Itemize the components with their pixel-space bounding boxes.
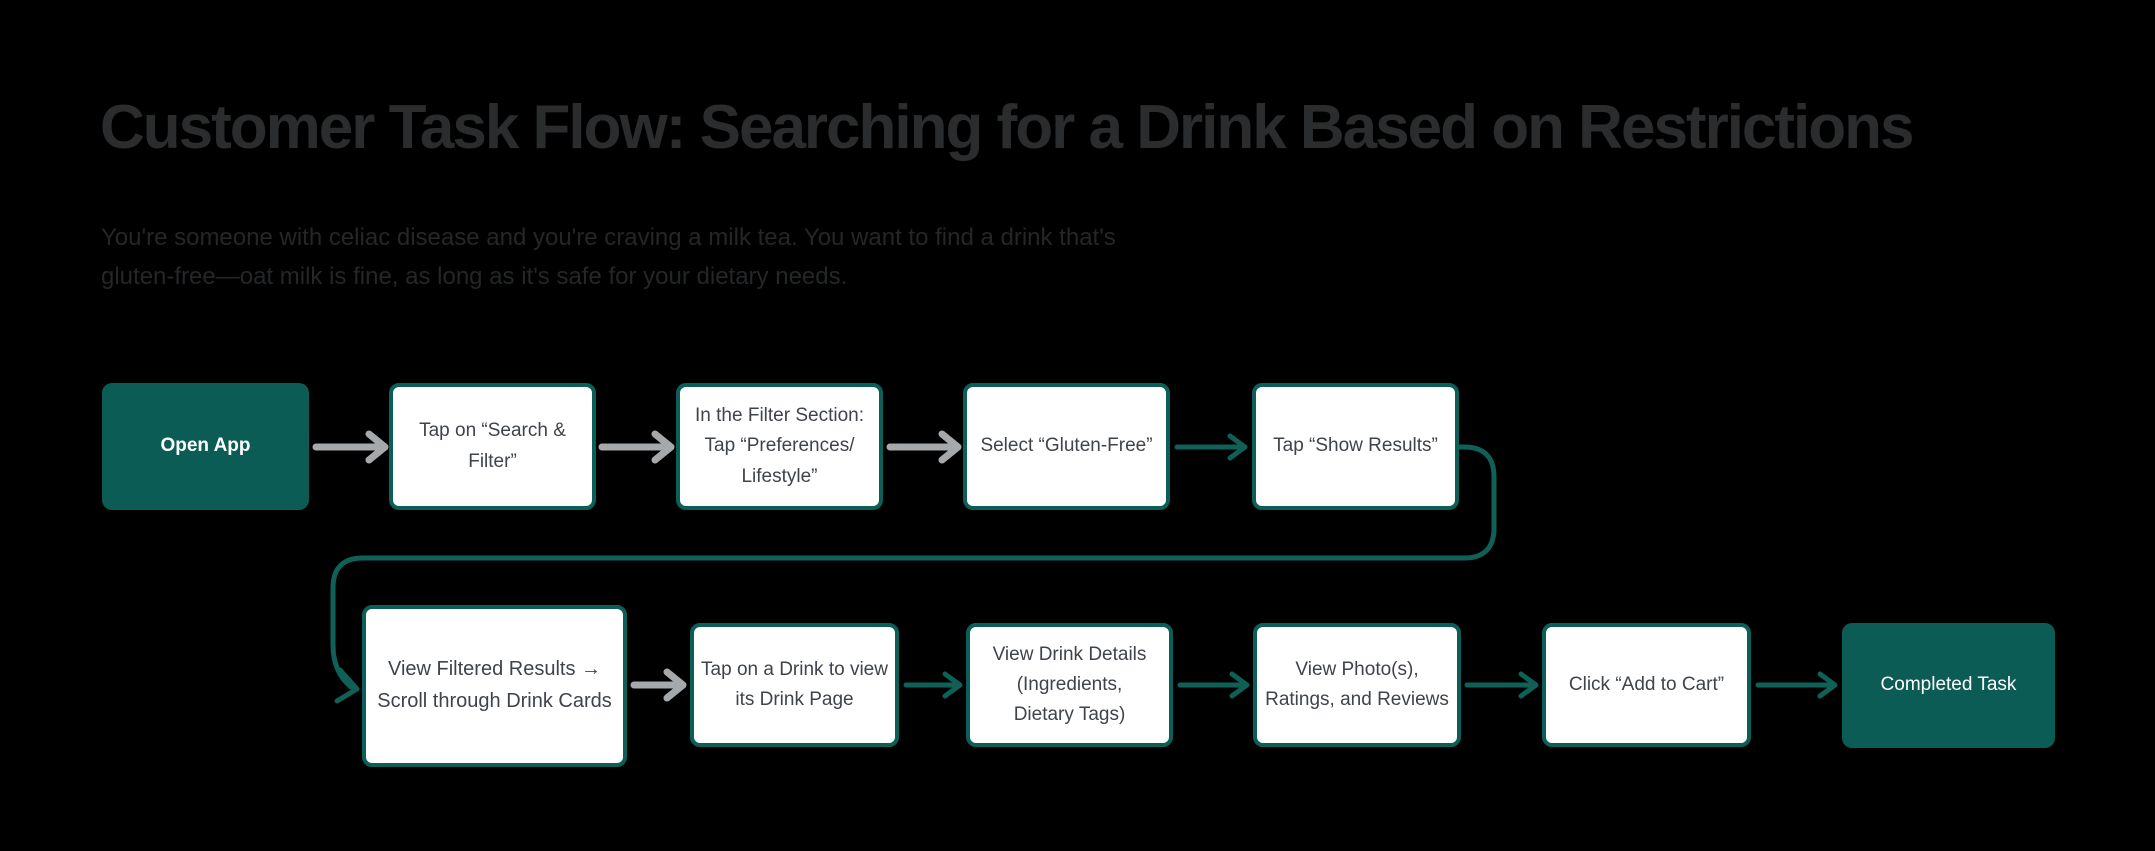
flow-node-view-photos-ratings-label: View Photo(s), Ratings, and Reviews xyxy=(1265,658,1449,710)
page-title: Customer Task Flow: Searching for a Drin… xyxy=(100,93,1914,162)
arrow-filtered-results-to-tap-drink xyxy=(630,668,687,702)
arrow-details-to-photos xyxy=(1177,671,1250,699)
flow-node-select-gluten-free: Select “Gluten-Free” xyxy=(963,383,1170,510)
page-description: You're someone with celiac disease and y… xyxy=(101,224,1116,290)
flow-node-filter-section-preferences: In the Filter Section: Tap “Preferences/… xyxy=(676,383,883,510)
arrow-filter-section-to-gluten-free xyxy=(886,430,962,464)
flow-node-click-add-to-cart-label: Click “Add to Cart” xyxy=(1568,673,1725,695)
flow-node-tap-on-drink: Tap on a Drink to view its Drink Page xyxy=(690,623,899,747)
flow-node-completed-task: Completed Task xyxy=(1842,623,2055,748)
flow-node-tap-on-drink-label: Tap on a Drink to view its Drink Page xyxy=(701,658,888,710)
flow-node-completed-task-label: Completed Task xyxy=(1880,674,2017,696)
flow-node-view-photos-ratings: View Photo(s), Ratings, and Reviews xyxy=(1253,623,1461,747)
flow-node-view-drink-details: View Drink Details (Ingredients, Dietary… xyxy=(966,623,1173,747)
flow-node-tap-show-results-label: Tap “Show Results” xyxy=(1273,435,1438,457)
arrow-open-app-to-search xyxy=(312,430,389,464)
connector-show-results-to-filtered-results xyxy=(330,444,1497,704)
flow-node-open-app: Open App xyxy=(102,383,309,510)
arrow-gluten-free-to-show-results xyxy=(1174,433,1248,461)
arrow-add-to-cart-to-completed xyxy=(1755,671,1838,699)
flow-node-view-filtered-results: View Filtered Results → Scroll through D… xyxy=(362,605,627,767)
flow-node-view-drink-details-label: View Drink Details (Ingredients, Dietary… xyxy=(992,643,1147,725)
flow-node-select-gluten-free-label: Select “Gluten-Free” xyxy=(980,435,1153,457)
flow-node-tap-show-results: Tap “Show Results” xyxy=(1252,383,1459,510)
flow-node-click-add-to-cart: Click “Add to Cart” xyxy=(1542,623,1751,747)
arrow-search-to-filter-section xyxy=(598,430,675,464)
flow-node-view-filtered-results-label: View Filtered Results → Scroll through D… xyxy=(377,658,612,712)
arrow-photos-to-add-to-cart xyxy=(1464,671,1539,699)
flow-node-open-app-label: Open App xyxy=(160,435,251,457)
flow-node-tap-search-filter-label: Tap on “Search & Filter” xyxy=(419,420,566,472)
flow-node-tap-search-filter: Tap on “Search & Filter” xyxy=(389,383,596,510)
flow-node-filter-section-preferences-label: In the Filter Section: Tap “Preferences/… xyxy=(695,405,864,487)
arrow-tap-drink-to-details xyxy=(903,671,963,699)
